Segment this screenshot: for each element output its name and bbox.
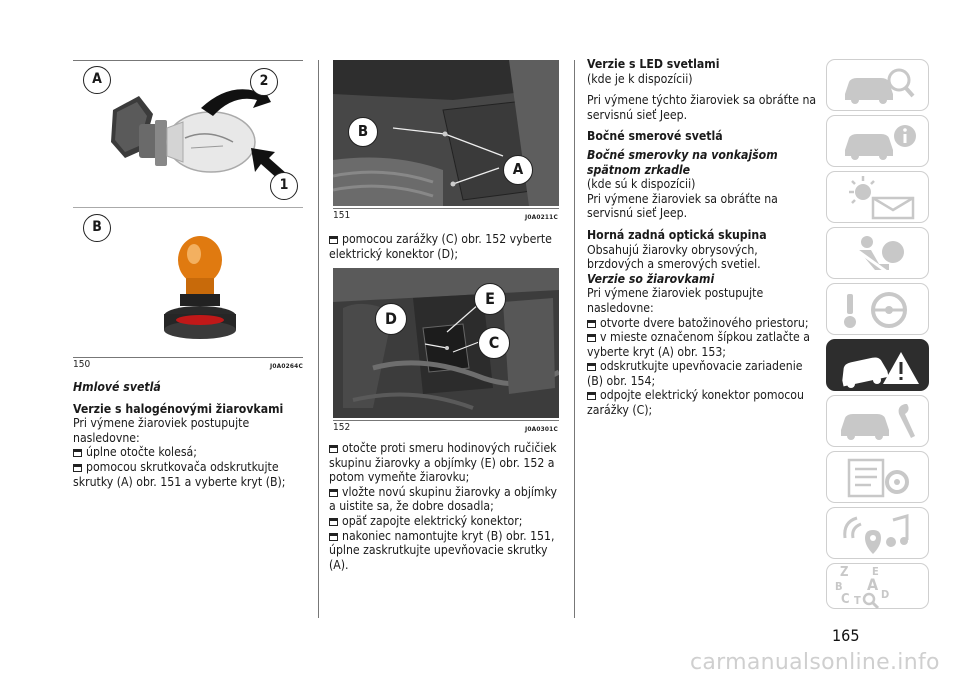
technical-data-icon (847, 458, 909, 498)
bullet-icon (73, 463, 82, 472)
fig150-number: 150 (73, 359, 91, 370)
bulb-versions-title: Verzie so žiarovkami (587, 271, 715, 286)
fig150-callout-b: B (83, 214, 111, 242)
magnifier-icon (862, 592, 880, 610)
warning-light-mail-icon (849, 176, 915, 220)
mirror-text: Pri výmene žiaroviek sa obráťte na servi… (587, 191, 778, 221)
col1-step-1: úplne otočte kolesá; (73, 445, 309, 460)
bullet-icon (329, 532, 338, 541)
tab-warning-lights[interactable] (826, 171, 929, 223)
col2-step-2: otočte proti smeru hodinových ručičiek s… (329, 441, 557, 485)
mirror-availability: (kde sú k dispozícii) (587, 177, 696, 192)
fig152-number: 152 (333, 422, 351, 433)
fig150-callout-a: A (83, 66, 111, 94)
led-text: Pri výmene týchto žiaroviek sa obráťte n… (587, 93, 817, 122)
airbag-seat-icon (850, 236, 904, 274)
fig152-callout-e: E (474, 283, 506, 315)
col3-step-2: v mieste označenom šípkou zatlačte a vyb… (587, 330, 810, 359)
tab-multimedia[interactable] (826, 507, 929, 559)
col1-intro: Pri výmene žiaroviek postupujte nasledov… (73, 416, 250, 445)
bullet-icon (329, 445, 338, 453)
fig150-divider (73, 207, 303, 208)
bullet-icon (587, 392, 596, 401)
col3-step-4: odpojte elektrický konektor pomocou zará… (587, 388, 804, 418)
bullet-icon (587, 334, 596, 343)
col3-text: Verzie s LED svetlami (kde je k dispozíc… (587, 57, 817, 418)
fig150-callout-2: 2 (250, 68, 278, 96)
index-letter-d: D (881, 588, 890, 601)
fig150-callout-1: 1 (270, 172, 298, 200)
tab-starting-driving[interactable] (826, 283, 929, 335)
fig150-image-amber-bulb (150, 230, 260, 352)
index-letter-z: Z (840, 565, 849, 580)
car-dashboard-icon (845, 68, 915, 104)
rear-cluster-title: Horná zadná optická skupina (587, 227, 767, 242)
col1-text: Hmlové svetlá Verzie s halogénovými žiar… (73, 380, 309, 489)
tab-safety[interactable] (826, 227, 929, 279)
bullet-icon (329, 488, 338, 497)
rear-cluster-text: Obsahujú žiarovky obrysových, brzdových … (587, 242, 761, 272)
fig150-top-rule (73, 60, 303, 61)
bullet-icon (587, 319, 596, 328)
bullet-icon (587, 363, 596, 372)
car-info-icon (845, 125, 916, 160)
watermark: carmanualsonline.info (690, 650, 940, 675)
column-separator-2 (574, 60, 575, 618)
led-availability: (kde je k dispozícii) (587, 71, 693, 86)
index-letter-t: T (854, 594, 861, 607)
fig151-callout-b: B (348, 117, 378, 147)
page-number: 165 (832, 626, 860, 645)
col1-step-2: pomocou skrutkovača odskrutkujte skrutky… (73, 459, 286, 489)
col2-step-3: vložte novú skupinu žiarovky a objímky a… (329, 484, 558, 514)
fig151-number: 151 (333, 210, 351, 221)
bulb-intro: Pri výmene žiaroviek postupujte nasledov… (587, 286, 764, 315)
col2-step-4: opäť zapojte elektrický konektor; (329, 514, 565, 529)
fig152-code: J0A0301C (525, 425, 558, 433)
section-title-fog-lights: Hmlové svetlá (73, 380, 161, 394)
mirror-indicator-title: Bočné smerovky na vonkajšom spätnom zrka… (587, 147, 778, 177)
tab-dashboard[interactable] (826, 59, 929, 111)
bullet-icon (329, 236, 338, 244)
tab-maintenance[interactable] (826, 395, 929, 447)
car-wrench-icon (841, 404, 915, 440)
index-letter-c: C (841, 592, 850, 607)
col2-text-top: pomocou zarážky (C) obr. 152 vyberte ele… (329, 232, 565, 261)
bullet-icon (73, 449, 82, 458)
column-separator-1 (318, 60, 319, 618)
fig151-rule (333, 208, 559, 209)
led-title: Verzie s LED svetlami (587, 57, 720, 71)
fig152-rule (333, 420, 559, 421)
col2-step-5: nakoniec namontujte kryt (B) obr. 151, ú… (329, 528, 555, 572)
col2-text-bottom: otočte proti smeru hodinových ručičiek s… (329, 441, 565, 572)
fig152-image-connector (333, 268, 559, 418)
fig152-callout-c: C (478, 327, 510, 359)
fig151-callout-a: A (503, 155, 533, 185)
steering-wheel-key-icon (844, 292, 907, 328)
fig152-callout-d: D (375, 303, 407, 335)
col2-step-1: pomocou zarážky (C) obr. 152 vyberte ele… (329, 232, 552, 261)
bullet-icon (329, 517, 338, 526)
tab-vehicle-info[interactable] (826, 115, 929, 167)
col3-step-3: odskrutkujte upevňovacie zariadenie (B) … (587, 359, 803, 388)
tab-emergency[interactable] (826, 339, 929, 391)
tab-technical-data[interactable] (826, 451, 929, 503)
fig151-code: J0A0211C (525, 213, 558, 221)
fig150-code: J0A0264C (270, 362, 303, 370)
car-warning-triangle-icon (842, 352, 919, 388)
index-letter-b: B (835, 580, 843, 593)
side-indicator-title: Bočné smerové svetlá (587, 129, 723, 144)
tab-index[interactable]: Z E B A C T D (826, 563, 929, 610)
fig150-bottom-rule (73, 357, 303, 358)
index-letter-e: E (872, 565, 879, 578)
subtitle-halogen-versions: Verzie s halogénovými žiarovkami (73, 401, 284, 416)
index-letter-a: A (867, 575, 879, 594)
col3-step-1: otvorte dvere batožinového priestoru; (587, 316, 817, 331)
multimedia-icon (843, 514, 909, 554)
